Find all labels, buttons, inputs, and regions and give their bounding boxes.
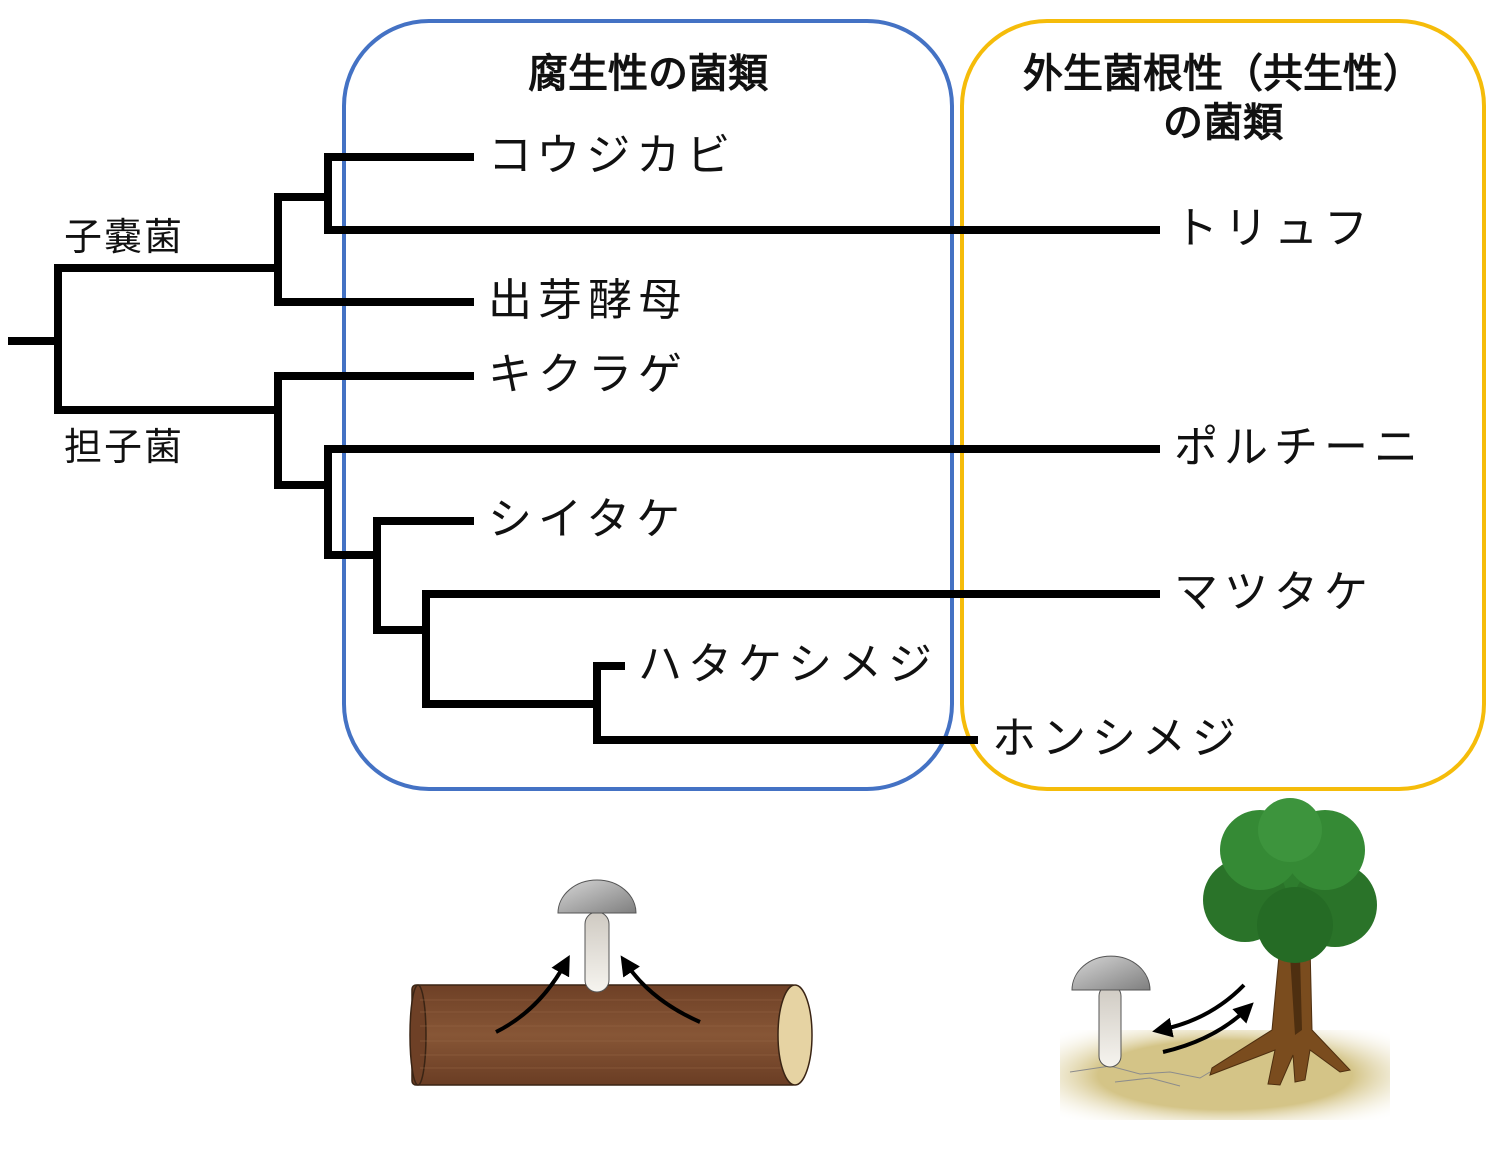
log-left-end bbox=[409, 984, 427, 1086]
log-cut-end bbox=[777, 984, 813, 1086]
ectomycorrhizal-title-line1: 外生菌根性（共生性） bbox=[1023, 51, 1423, 97]
taxon-label-kikurage: キクラゲ bbox=[488, 349, 688, 400]
arrow-left-nutrient bbox=[495, 954, 570, 1034]
trunk-shade bbox=[1290, 955, 1302, 1035]
taxon-label-budding-yeast: 出芽酵母 bbox=[488, 275, 688, 326]
ectomycorrhizal-title-line2: の菌類 bbox=[1163, 99, 1283, 146]
ectomycorrhizal-box bbox=[960, 19, 1486, 791]
mushroom-tree-illustration bbox=[1060, 798, 1390, 1120]
tree-foliage bbox=[1203, 798, 1377, 963]
mushroom-stem-2 bbox=[1098, 984, 1122, 1068]
tree-trunk bbox=[1209, 944, 1351, 1086]
ectomycorrhizal-box-title: 外生菌根性（共生性） の菌類 bbox=[962, 50, 1484, 148]
mushroom-on-log-illustration bbox=[409, 879, 813, 1086]
taxon-label-porcini: ポルチーニ bbox=[1174, 422, 1424, 473]
taxon-label-honshimeji: ホンシメジ bbox=[992, 713, 1242, 764]
mycelium bbox=[1069, 1065, 1211, 1087]
saprophytic-box bbox=[342, 19, 954, 791]
saprophytic-box-title: 腐生性の菌類 bbox=[528, 51, 768, 97]
taxon-label-koujikabi: コウジカビ bbox=[488, 130, 737, 181]
taxon-label-truffle: トリュフ bbox=[1174, 203, 1374, 254]
taxon-label-hatakeshimeji: ハタケシメジ bbox=[638, 639, 938, 690]
group-label-ascomycota: 子嚢菌 bbox=[64, 215, 185, 259]
taxon-label-matsutake: マツタケ bbox=[1174, 567, 1374, 618]
arrow-fungus-to-tree bbox=[1162, 1002, 1254, 1054]
mushroom-cap bbox=[557, 879, 637, 914]
mushroom-stem bbox=[584, 911, 610, 993]
group-label-basidiomycota: 担子菌 bbox=[64, 425, 185, 469]
arrow-tree-to-fungus bbox=[1152, 983, 1246, 1038]
mushroom-cap-2 bbox=[1071, 955, 1151, 991]
arrow-right-nutrient bbox=[620, 955, 701, 1024]
wood-grain bbox=[420, 999, 790, 1069]
taxon-label-shiitake: シイタケ bbox=[488, 494, 687, 545]
phylogenetic-tree bbox=[8, 153, 1160, 744]
